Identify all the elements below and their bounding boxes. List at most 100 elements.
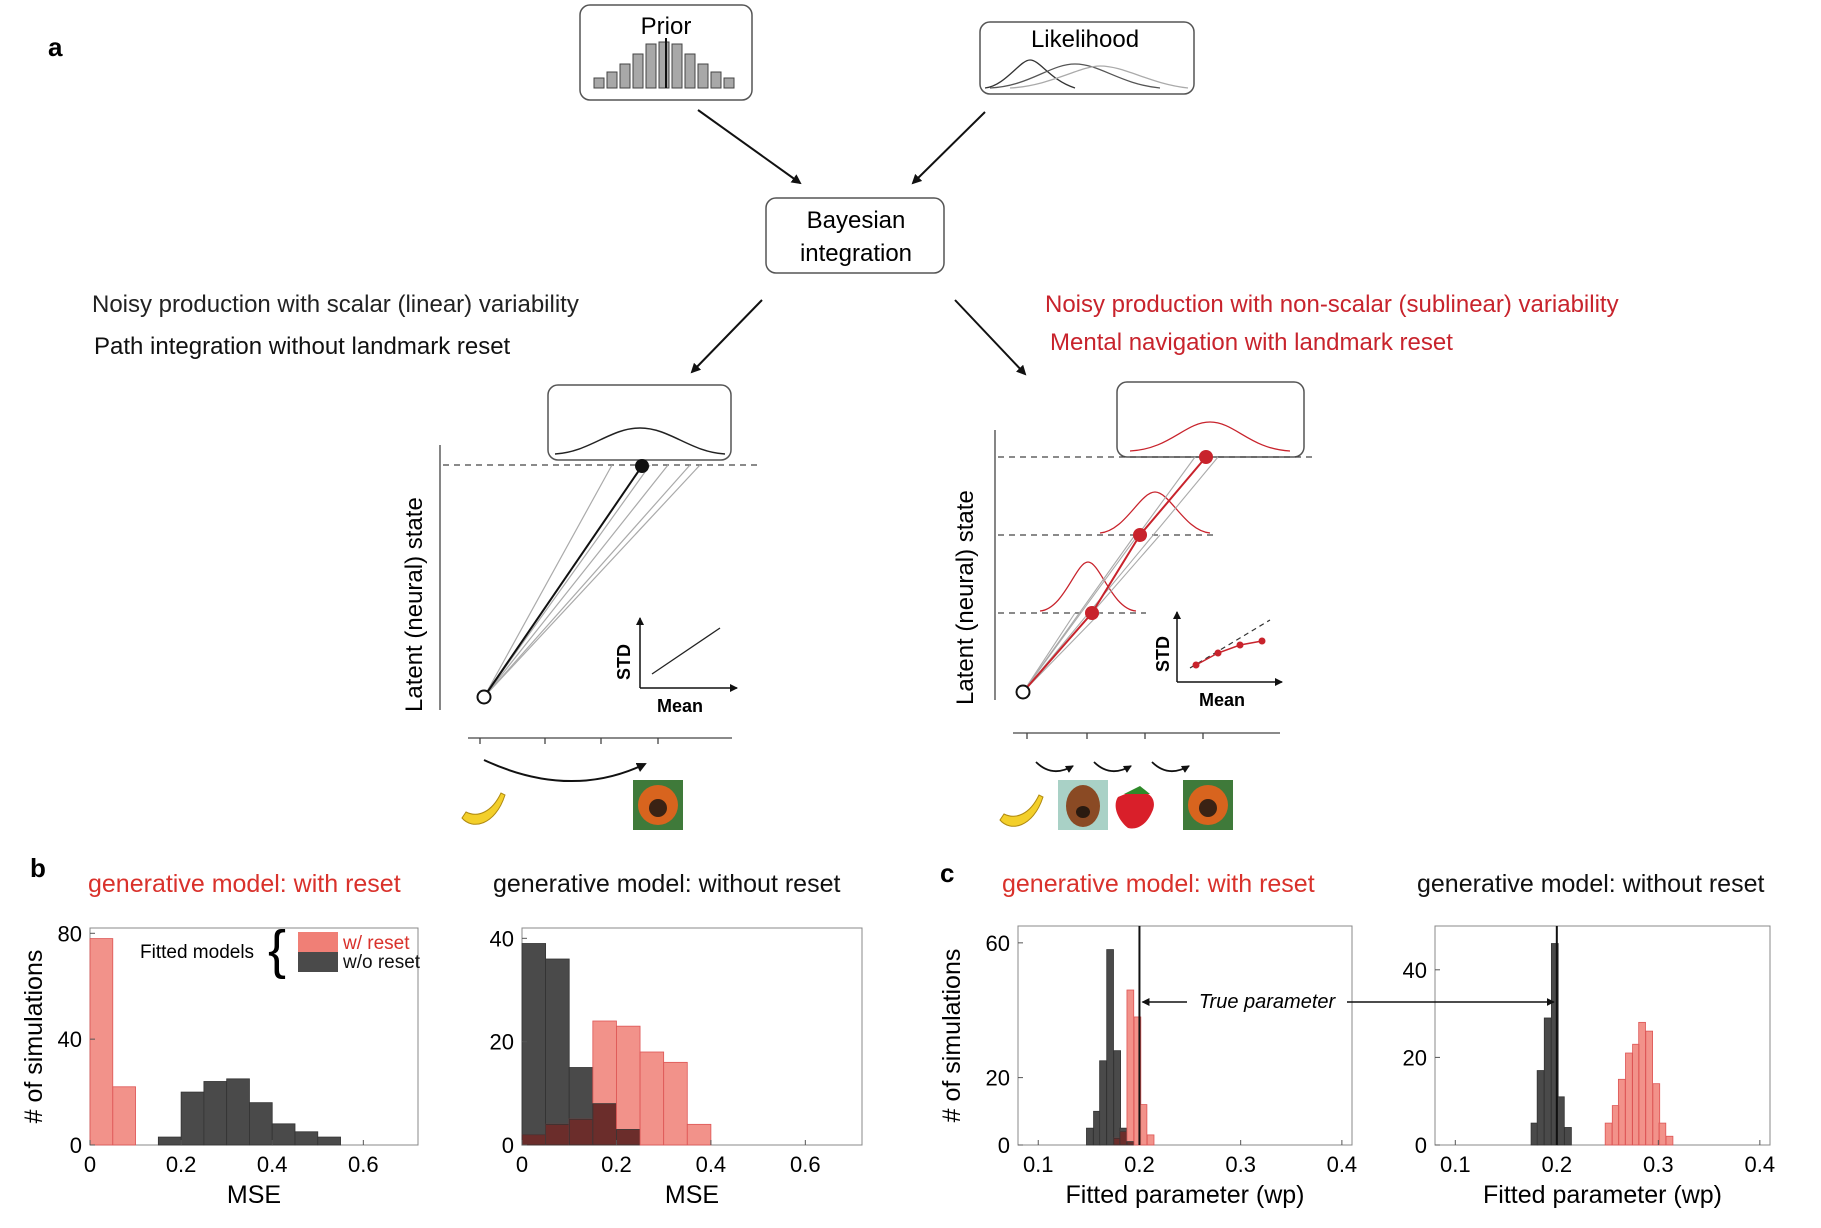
histogram-bar-w-reset xyxy=(1139,1104,1148,1146)
arrow-to-left-model xyxy=(690,299,763,374)
histogram-bar-overlap xyxy=(616,1129,641,1146)
panel-b-label: b xyxy=(30,853,46,883)
legend-brace: { xyxy=(268,920,286,980)
histogram-bar-w-reset xyxy=(89,938,114,1146)
prior-bar xyxy=(632,53,644,89)
y-axis-label: # of simulations xyxy=(20,950,48,1124)
x-tick-label: 0.2 xyxy=(1542,1152,1573,1177)
likelihood-title: Likelihood xyxy=(1031,26,1139,53)
histogram-bar-overlap xyxy=(521,1134,547,1146)
prior-bar xyxy=(671,43,683,89)
likelihood-box: Likelihood xyxy=(979,21,1195,95)
histogram-bar-wo-reset xyxy=(545,958,570,1146)
legend-title: Fitted models xyxy=(140,942,254,963)
y-tick-label: 60 xyxy=(986,931,1010,956)
monkey-icon xyxy=(1183,780,1233,830)
histogram-bar-wo-reset xyxy=(1550,943,1559,1146)
legend-label-wo-reset: w/o reset xyxy=(342,952,421,973)
x-tick-label: 0 xyxy=(516,1152,528,1177)
true-parameter-label: True parameter xyxy=(1199,991,1337,1013)
left-caption-1: Noisy production with scalar (linear) va… xyxy=(92,291,579,318)
y-tick-label: 80 xyxy=(58,921,82,946)
prior-bar xyxy=(658,41,670,89)
bayes-line1: Bayesian xyxy=(807,207,906,234)
y-tick-label: 20 xyxy=(986,1066,1010,1091)
x-tick-label: 0.6 xyxy=(790,1152,821,1177)
histogram-bar-w-reset xyxy=(1665,1135,1674,1146)
prior-bar xyxy=(710,71,722,89)
left-caption-2: Path integration without landmark reset xyxy=(94,333,511,360)
arrow-likelihood-to-bayes xyxy=(911,111,986,185)
x-tick-label: 0.4 xyxy=(1745,1152,1776,1177)
histogram-bar-overlap xyxy=(592,1103,617,1146)
histogram-bar-overlap xyxy=(1119,1131,1128,1146)
y-tick-label: 0 xyxy=(502,1133,514,1158)
right-caption-1: Noisy production with non-scalar (sublin… xyxy=(1045,291,1619,318)
x-tick-label: 0.2 xyxy=(601,1152,632,1177)
histogram-bar-wo-reset xyxy=(180,1091,205,1146)
histogram-bar-overlap xyxy=(545,1123,570,1146)
y-axis-label: # of simulations xyxy=(938,949,966,1123)
histogram-bar-w-reset xyxy=(1604,1122,1613,1146)
banana-icon xyxy=(461,792,506,825)
plot-frame xyxy=(1017,925,1353,1146)
x-tick-label: 0.4 xyxy=(257,1152,288,1177)
left-inset-ylabel: STD xyxy=(614,644,634,680)
right-ylabel: Latent (neural) state xyxy=(952,490,979,705)
histogram-bar-w-reset xyxy=(1617,1078,1626,1146)
chart3-title: generative model: with reset xyxy=(1002,870,1315,898)
prior-bar xyxy=(645,43,657,89)
y-tick-label: 0 xyxy=(70,1133,82,1158)
left-inset-xlabel: Mean xyxy=(657,696,703,716)
x-tick-label: 0 xyxy=(84,1152,96,1177)
likelihood-curves-icon xyxy=(984,59,1189,89)
strawberry-icon xyxy=(1115,786,1154,829)
true-parameter-annotation: True parameter xyxy=(1141,991,1555,1013)
histogram-bar-wo-reset xyxy=(317,1136,341,1146)
prior-bar xyxy=(619,63,631,89)
histogram-bar-w-reset xyxy=(112,1086,136,1146)
histogram-bar-wo-reset xyxy=(226,1078,250,1146)
bayes-line2: integration xyxy=(800,240,912,267)
x-axis-label: MSE xyxy=(227,1181,281,1209)
x-tick-label: 0.1 xyxy=(1023,1152,1054,1177)
y-tick-label: 40 xyxy=(58,1027,82,1052)
plot-frame xyxy=(1434,925,1771,1146)
y-tick-label: 20 xyxy=(1403,1045,1427,1070)
prior-bar xyxy=(723,77,735,89)
y-tick-label: 20 xyxy=(490,1030,514,1055)
legend-swatch-w-reset xyxy=(298,932,338,952)
y-tick-label: 40 xyxy=(490,926,514,951)
chart1-title: generative model: with reset xyxy=(88,870,401,898)
bayesian-box: Bayesian integration xyxy=(765,197,945,274)
prior-bar xyxy=(593,77,605,89)
histogram-bar-w-reset xyxy=(686,1123,712,1146)
prior-box: Prior xyxy=(579,4,753,101)
right-schematic: Latent (neural) state STD xyxy=(952,381,1312,773)
histogram-bar-wo-reset xyxy=(249,1102,273,1146)
histogram-bar-overlap xyxy=(1126,1141,1135,1146)
x-tick-label: 0.4 xyxy=(696,1152,727,1177)
histogram-bar-w-reset xyxy=(1638,1021,1646,1146)
histogram-bar-wo-reset xyxy=(1543,1017,1552,1146)
x-tick-label: 0.1 xyxy=(1440,1152,1471,1177)
chart2-title: generative model: without reset xyxy=(493,870,840,898)
histogram-bar-w-reset xyxy=(1126,989,1135,1146)
histogram-bar-w-reset xyxy=(639,1051,665,1146)
y-tick-label: 40 xyxy=(1403,958,1427,983)
y-tick-label: 0 xyxy=(998,1133,1010,1158)
right-caption-2: Mental navigation with landmark reset xyxy=(1050,329,1453,356)
legend-label-w-reset: w/ reset xyxy=(342,933,410,954)
panel-c-label: c xyxy=(940,858,954,888)
histogram-bar-wo-reset xyxy=(1099,1060,1107,1146)
histogram-bar-w-reset xyxy=(1133,1016,1142,1146)
chart4-title: generative model: without reset xyxy=(1417,870,1764,898)
legend: Fitted models { w/ reset w/o reset xyxy=(140,920,421,980)
x-axis-label: Fitted parameter (wp) xyxy=(1483,1181,1722,1209)
legend-swatch-wo-reset xyxy=(298,952,338,972)
histogram-bar-wo-reset xyxy=(157,1136,182,1146)
histogram-bar-wo-reset xyxy=(1557,1096,1565,1146)
histogram-bar-overlap xyxy=(568,1118,594,1146)
